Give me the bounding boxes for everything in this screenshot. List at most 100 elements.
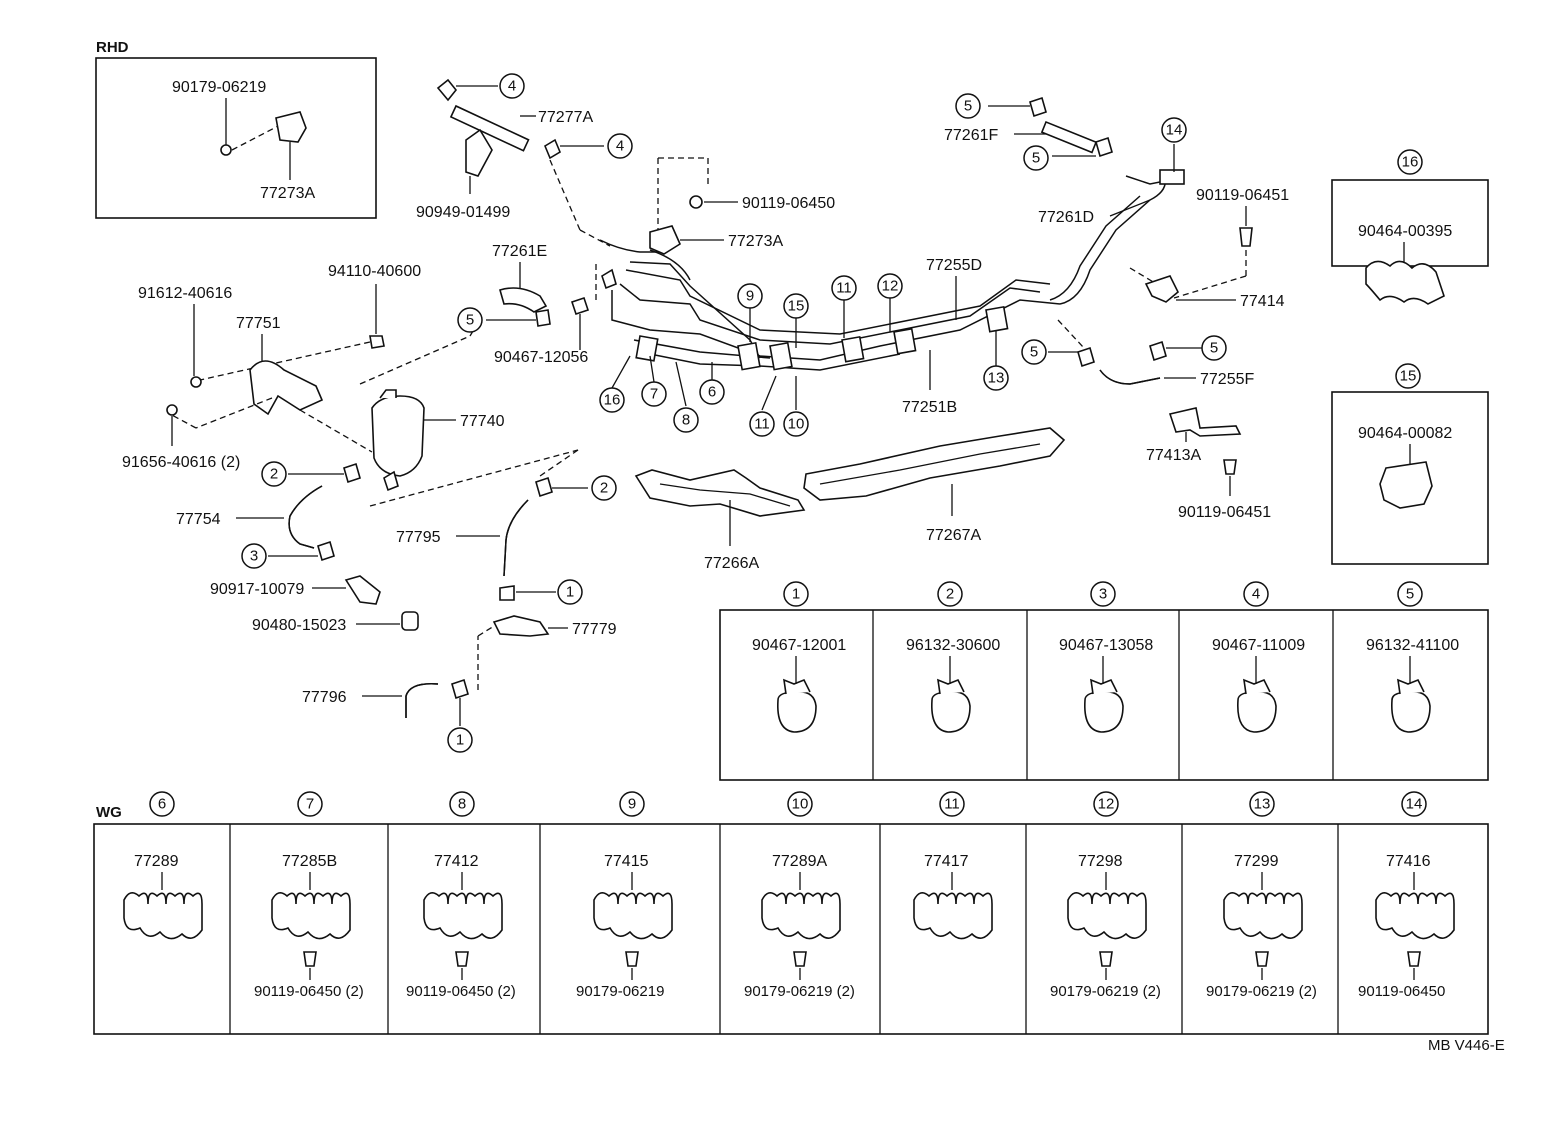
clamp-bolt-label: 90119-06450 (2) <box>254 983 364 1000</box>
callout-1: 1 <box>783 581 809 607</box>
connector-icon <box>492 615 550 637</box>
svg-text:5: 5 <box>964 98 972 115</box>
clip-icon <box>343 462 361 484</box>
clip-icon <box>1077 346 1095 368</box>
callout-5: 5 <box>1023 145 1049 171</box>
hose-clip-icon <box>931 690 971 733</box>
clamp-part-label: 77289 <box>134 853 179 870</box>
clip-icon <box>499 585 515 601</box>
callout-8: 8 <box>673 407 699 433</box>
canister-group: 94110-40600 91612-40616 77751 91656-4061… <box>122 263 579 507</box>
callout-16: 16 <box>1397 149 1423 175</box>
clamp-icon <box>635 335 659 362</box>
callout-1: 1 <box>557 579 583 605</box>
callout-13: 13 <box>983 365 1009 391</box>
callout-5: 5 <box>1021 339 1047 365</box>
svg-text:5: 5 <box>1406 586 1414 603</box>
bolt-icon <box>689 195 703 209</box>
callout-11: 11 <box>749 411 775 437</box>
cap-icon <box>401 611 419 631</box>
clamp-part-label: 77416 <box>1386 853 1431 870</box>
bolt-icon <box>1223 459 1237 475</box>
svg-text:15: 15 <box>1400 368 1417 385</box>
hose-77261E-group: 77261E 90467-12056 <box>486 243 590 366</box>
box-15: 90464-00082 <box>1331 391 1489 565</box>
clamp-icon <box>423 892 503 940</box>
label-77273A-main: 77273A <box>728 233 783 250</box>
svg-text:13: 13 <box>1254 796 1271 813</box>
wg-title: WG <box>96 804 122 821</box>
callout-2: 2 <box>591 475 617 501</box>
svg-text:4: 4 <box>508 78 516 95</box>
svg-text:14: 14 <box>1406 796 1423 813</box>
callout-5: 5 <box>457 307 483 333</box>
svg-text:11: 11 <box>944 796 960 813</box>
label-77261F: 77261F <box>944 127 998 144</box>
callout-4: 4 <box>607 133 633 159</box>
svg-text:5: 5 <box>1210 340 1218 357</box>
clamp-icon <box>593 892 673 940</box>
callout-5: 5 <box>1201 335 1227 361</box>
svg-text:16: 16 <box>604 392 621 409</box>
callout-6: 6 <box>149 791 175 817</box>
svg-text:3: 3 <box>1099 586 1107 603</box>
label-77266A: 77266A <box>704 555 759 572</box>
clamp-icon <box>123 892 203 940</box>
callout-16: 16 <box>599 387 625 413</box>
rhd-box <box>95 57 377 219</box>
clamp-icon <box>275 111 307 143</box>
label-77267A: 77267A <box>926 527 981 544</box>
callout-14: 14 <box>1161 117 1187 143</box>
bolt-icon <box>220 144 232 156</box>
callout-2: 2 <box>937 581 963 607</box>
clamp-icon <box>893 327 917 355</box>
svg-text:14: 14 <box>1166 122 1183 139</box>
clip-row-frame <box>719 609 1489 781</box>
label-77413A: 77413A <box>1146 447 1201 464</box>
clip-icon <box>436 78 458 102</box>
clip-icon <box>451 678 469 700</box>
label-77261D: 77261D <box>1038 209 1094 226</box>
svg-text:9: 9 <box>628 796 636 813</box>
label-91612-40616: 91612-40616 <box>138 285 232 302</box>
callout-10: 10 <box>787 791 813 817</box>
clamp-icon <box>841 335 865 363</box>
svg-text:4: 4 <box>616 138 624 155</box>
clip-part-label: 90467-12001 <box>752 637 846 654</box>
clamp-part-label: 77412 <box>434 853 479 870</box>
clip-part-label: 96132-30600 <box>906 637 1000 654</box>
clamp-bolt-label: 90179-06219 (2) <box>1206 983 1317 1000</box>
callout-3: 3 <box>241 543 267 569</box>
clamp-part-label: 77289A <box>772 853 827 870</box>
label-90480-15023: 90480-15023 <box>252 617 346 634</box>
label-90917-10079: 90917-10079 <box>210 581 304 598</box>
clip-part-label: 96132-41100 <box>1366 637 1459 654</box>
callout-5: 5 <box>955 93 981 119</box>
callout-8: 8 <box>449 791 475 817</box>
label-90119-06451-bottom: 90119-06451 <box>1178 504 1271 521</box>
hose-clip-icon <box>777 690 817 733</box>
clip-part-label: 90467-13058 <box>1059 637 1153 654</box>
svg-text:10: 10 <box>788 416 805 433</box>
clip-icon <box>383 470 399 492</box>
clamp-icon <box>1067 892 1147 940</box>
label-77740: 77740 <box>460 413 505 430</box>
callout-15: 15 <box>783 293 809 319</box>
bolt-icon <box>303 951 317 967</box>
bracket-icon <box>465 128 493 177</box>
label-77261E: 77261E <box>492 243 547 260</box>
label-94110-40600: 94110-40600 <box>328 263 421 280</box>
clip-part-label: 90467-11009 <box>1212 637 1305 654</box>
protector-plates: 77266A 77267A <box>634 427 1066 572</box>
clamp-bolt-label: 90119-06450 (2) <box>406 983 516 1000</box>
svg-text:12: 12 <box>1098 796 1115 813</box>
clamp-icon <box>1365 260 1445 305</box>
callout-12: 12 <box>1093 791 1119 817</box>
label-77414: 77414 <box>1240 293 1285 310</box>
left-hoses-group: 77754 90917-10079 90480-15023 <box>176 462 419 634</box>
clamp-bolt-label: 90179-06219 (2) <box>744 983 855 1000</box>
clamp-icon <box>1375 892 1455 940</box>
bracket-icon <box>1144 275 1179 303</box>
